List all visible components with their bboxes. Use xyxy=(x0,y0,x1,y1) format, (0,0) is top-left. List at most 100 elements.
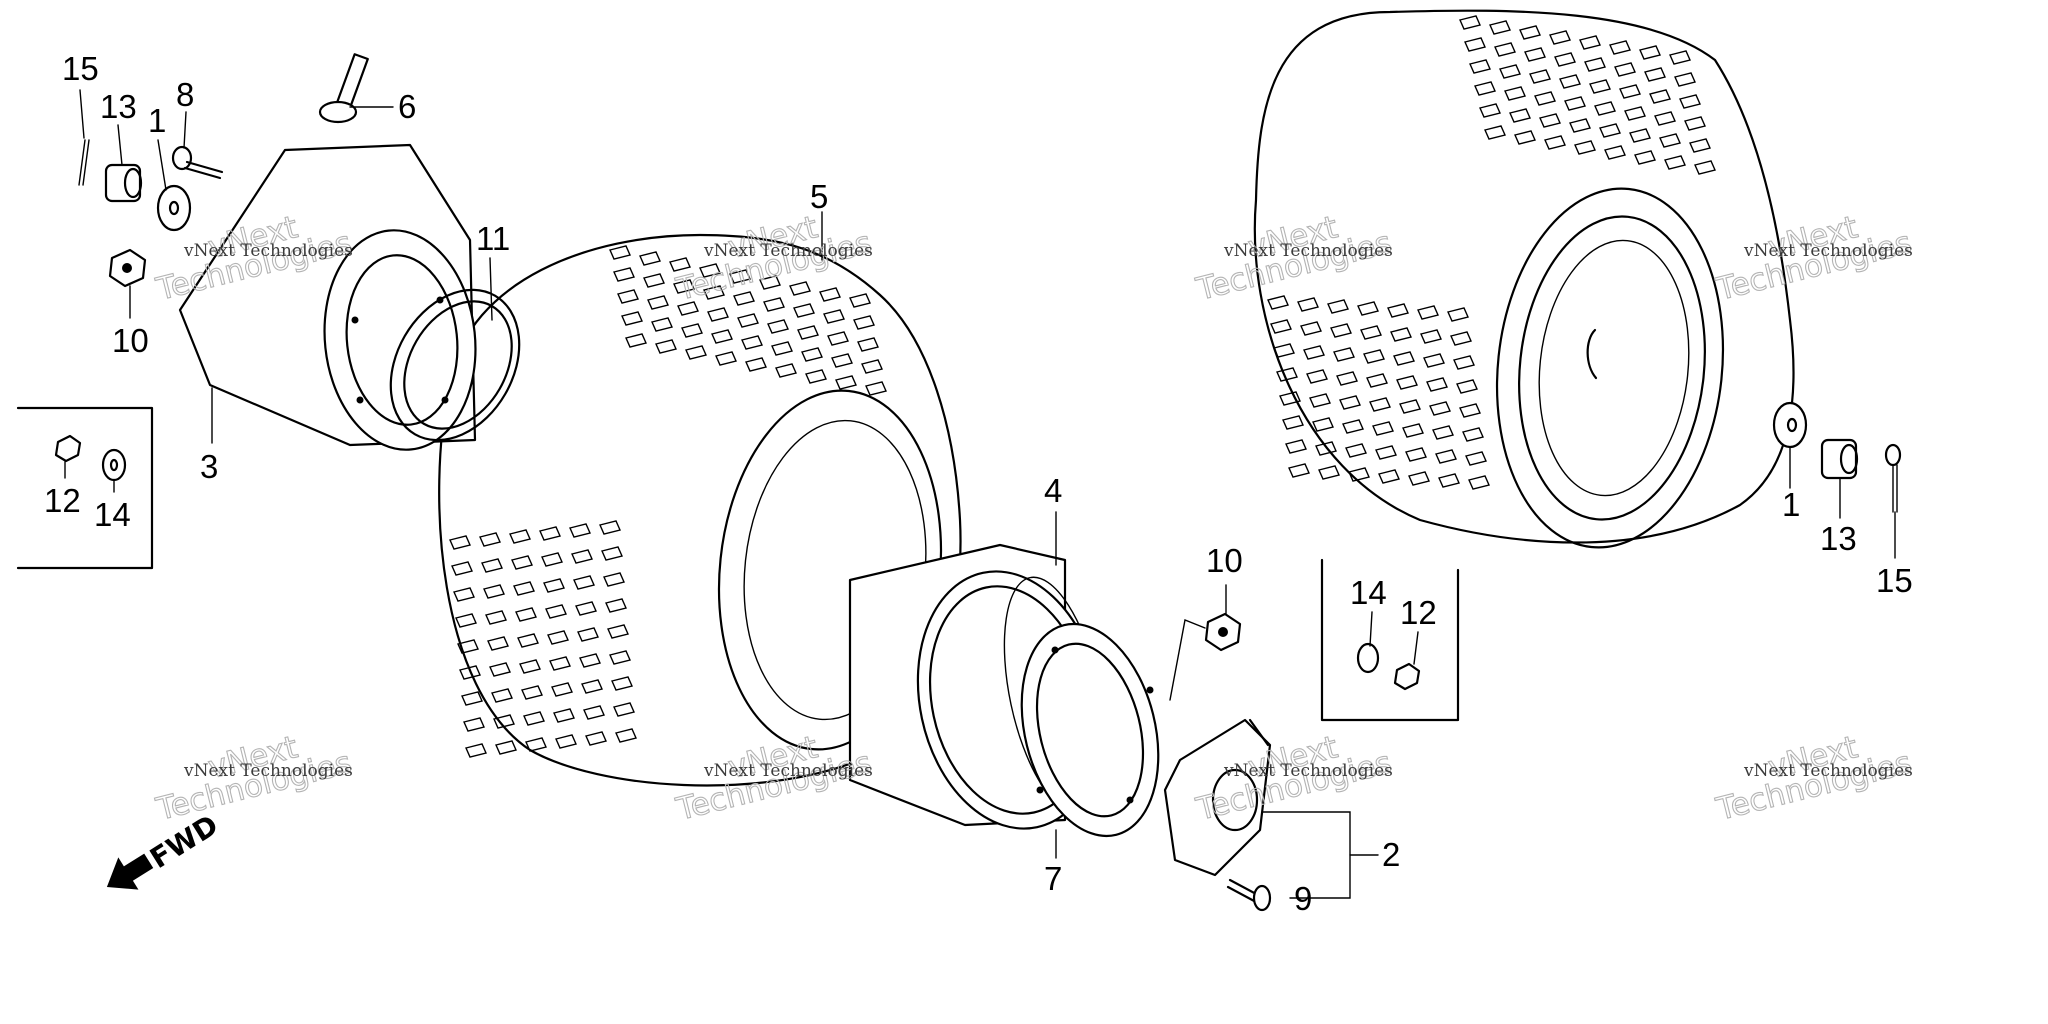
tread-lug xyxy=(1649,89,1671,104)
tread-lug xyxy=(729,269,751,284)
tread-lug xyxy=(1300,321,1322,336)
tread-lug xyxy=(1279,391,1301,406)
tread-lug xyxy=(1629,128,1651,143)
callout-10-left: 10 xyxy=(112,322,149,359)
hex-nut-right xyxy=(1204,612,1242,652)
tread-lug xyxy=(1504,86,1526,101)
callout-15-left: 15 xyxy=(62,50,99,87)
tread-lug xyxy=(1420,329,1442,344)
svg-text:vNext Technologies: vNext Technologies xyxy=(1223,241,1393,261)
tread-lug xyxy=(1589,79,1611,94)
tread-lug xyxy=(1450,331,1472,346)
tread-lug xyxy=(1387,303,1409,318)
tread-lug xyxy=(767,319,789,334)
callout-10-right: 10 xyxy=(1206,542,1243,579)
tread-lug xyxy=(615,728,637,743)
tread-lug xyxy=(643,273,665,288)
washer-right xyxy=(1772,401,1808,449)
tread-lug xyxy=(1679,94,1701,109)
tread-lug xyxy=(511,555,533,570)
tread-lug xyxy=(1405,447,1427,462)
tread-lug xyxy=(1372,421,1394,436)
callout-6: 6 xyxy=(398,88,416,125)
tread-lug xyxy=(1619,84,1641,99)
tread-lug xyxy=(1462,427,1484,442)
watermark-5: Technologies vNext vNext Technologies xyxy=(152,729,356,829)
tread-lug xyxy=(681,323,703,338)
tread-lug xyxy=(1447,307,1469,322)
assembled-rear-wheel xyxy=(1253,9,1795,549)
tread-lug xyxy=(699,263,721,278)
tread-lug xyxy=(793,303,815,318)
svg-text:vNext Technologies: vNext Technologies xyxy=(1743,761,1913,781)
tread-lug xyxy=(1579,35,1601,50)
tread-lug xyxy=(463,717,485,732)
tread-lug xyxy=(547,630,569,645)
tread-lug xyxy=(865,381,887,396)
tread-lug xyxy=(541,552,563,567)
tread-lug xyxy=(715,351,737,366)
tread-lug xyxy=(1664,155,1686,170)
tread-lug xyxy=(703,285,725,300)
tread-lug xyxy=(1390,327,1412,342)
tread-lug xyxy=(711,329,733,344)
tread-lug xyxy=(521,685,543,700)
tread-lug xyxy=(581,679,603,694)
tread-lug xyxy=(453,587,475,602)
rear-tire-center xyxy=(438,233,962,787)
tread-lug xyxy=(1303,345,1325,360)
inset-box-right xyxy=(1320,558,1460,722)
tread-lug xyxy=(1339,395,1361,410)
callout-13-left: 13 xyxy=(100,88,137,125)
tread-lug xyxy=(603,572,625,587)
svg-text:vNext Technologies: vNext Technologies xyxy=(183,761,353,781)
tread-lug xyxy=(733,291,755,306)
tread-lug xyxy=(1318,465,1340,480)
tread-lug xyxy=(1519,25,1541,40)
tread-lug xyxy=(655,339,677,354)
tread-lug xyxy=(545,604,567,619)
tread-lug xyxy=(1408,471,1430,486)
tread-lug xyxy=(1360,325,1382,340)
tread-lug xyxy=(1429,401,1451,416)
tread-lug xyxy=(639,251,661,266)
callout-5: 5 xyxy=(810,178,828,215)
tread-lug xyxy=(1549,30,1571,45)
tread-lug xyxy=(759,275,781,290)
tread-lug xyxy=(491,688,513,703)
tread-lug xyxy=(1509,108,1531,123)
tread-lug xyxy=(1654,111,1676,126)
tread-lug xyxy=(1639,45,1661,60)
callout-9: 9 xyxy=(1294,880,1312,917)
tread-lug xyxy=(575,601,597,616)
tread-lug xyxy=(1499,64,1521,79)
tread-lug xyxy=(1276,367,1298,382)
tread-lug xyxy=(601,546,623,561)
tread-lug xyxy=(613,702,635,717)
tread-lug xyxy=(1599,123,1621,138)
tread-lug xyxy=(673,279,695,294)
tread-lug xyxy=(805,369,827,384)
callout-14-left: 14 xyxy=(94,496,131,533)
tread-lug xyxy=(569,523,591,538)
tread-lug xyxy=(1315,441,1337,456)
callout-labels: 15 13 1 8 6 10 11 3 12 14 5 4 10 14 12 1… xyxy=(44,50,1913,917)
tread-lug xyxy=(1609,40,1631,55)
tread-lug xyxy=(1584,57,1606,72)
tread-lug xyxy=(1306,369,1328,384)
tread-lug xyxy=(459,665,481,680)
tread-lug xyxy=(543,578,565,593)
tread-lug xyxy=(1402,423,1424,438)
tread-lug xyxy=(625,333,647,348)
tread-lug xyxy=(1539,113,1561,128)
tread-lug xyxy=(555,734,577,749)
tread-lug xyxy=(849,293,871,308)
tread-lug xyxy=(617,289,639,304)
tread-lug xyxy=(1484,125,1506,140)
tread-lug xyxy=(579,653,601,668)
tread-lug xyxy=(1684,116,1706,131)
tread-lug xyxy=(1288,463,1310,478)
tread-lug xyxy=(605,598,627,613)
tread-lug xyxy=(1469,59,1491,74)
tread-lug xyxy=(613,267,635,282)
